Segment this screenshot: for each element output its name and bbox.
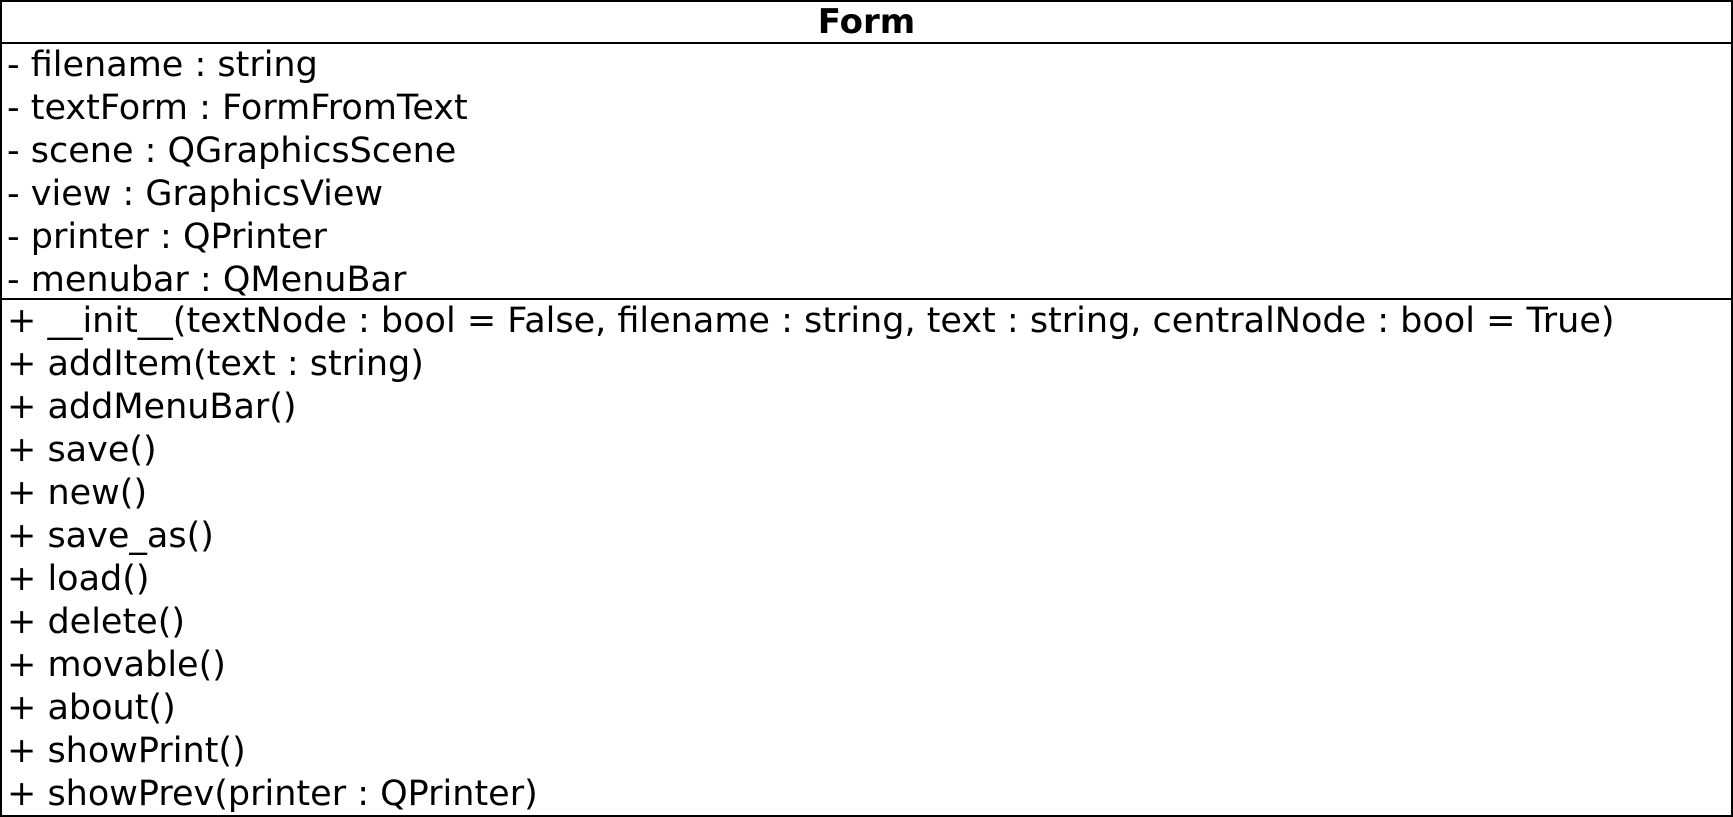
- operation-save: + save(): [7, 430, 157, 470]
- class-header: Form: [2, 2, 1731, 44]
- class-name: Form: [817, 2, 916, 42]
- operation-additem: + addItem(text : string): [7, 344, 424, 384]
- operation-about: + about(): [7, 688, 176, 728]
- attribute-view: - view : GraphicsView: [7, 174, 384, 214]
- operation-new: + new(): [7, 473, 148, 513]
- attributes-compartment: - filename : string - textForm : FormFro…: [2, 44, 1731, 300]
- operation-save-as: + save_as(): [7, 516, 214, 556]
- attribute-printer: - printer : QPrinter: [7, 217, 327, 257]
- operation-delete: + delete(): [7, 602, 186, 642]
- attribute-filename: - filename : string: [7, 45, 318, 85]
- operation-showprev: + showPrev(printer : QPrinter): [7, 774, 538, 814]
- operation-movable: + movable(): [7, 645, 226, 685]
- operation-init: + __init__(textNode : bool = False, file…: [7, 301, 1615, 341]
- operation-showprint: + showPrint(): [7, 731, 246, 771]
- attribute-menubar: - menubar : QMenuBar: [7, 260, 407, 300]
- attribute-scene: - scene : QGraphicsScene: [7, 131, 457, 171]
- attribute-textform: - textForm : FormFromText: [7, 88, 468, 128]
- operation-load: + load(): [7, 559, 150, 599]
- operation-addmenubar: + addMenuBar(): [7, 387, 297, 427]
- operations-compartment: + __init__(textNode : bool = False, file…: [2, 300, 1731, 816]
